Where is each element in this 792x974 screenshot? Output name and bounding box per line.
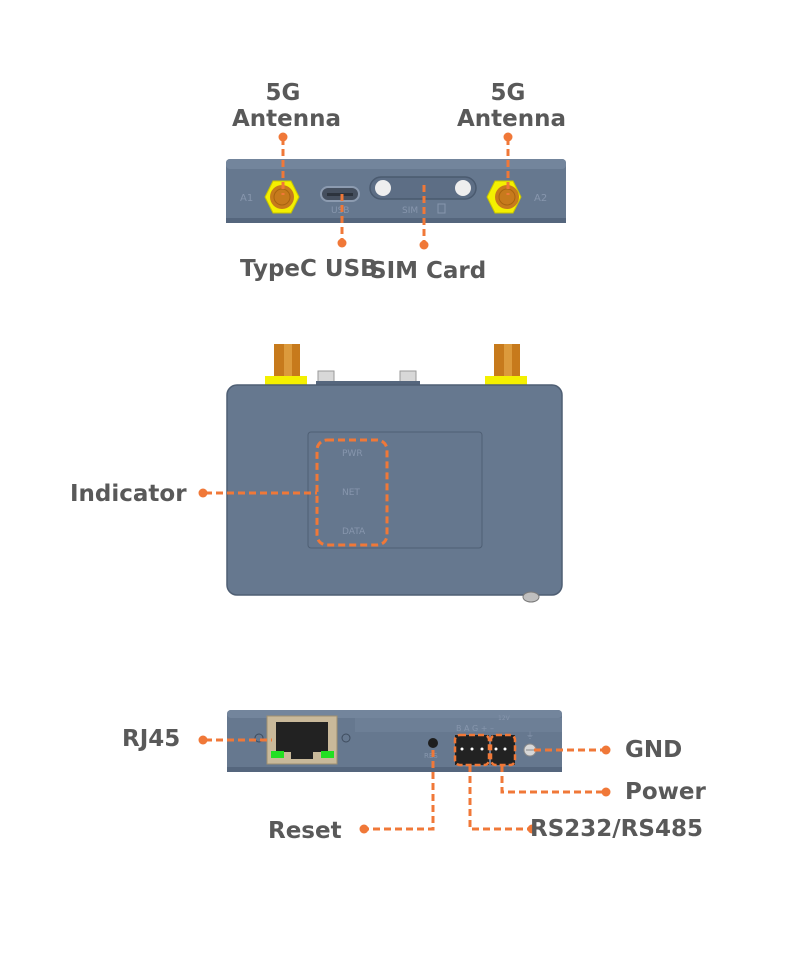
reset-button-hole <box>428 738 438 748</box>
silk-a2: A2 <box>534 193 547 204</box>
terminal-pins <box>460 747 507 751</box>
label-typec-usb: TypeC USB <box>240 256 378 282</box>
leader-dot <box>198 488 208 498</box>
label-antenna-right: 5G Antenna <box>457 80 567 132</box>
silk-12v: 12V <box>498 715 511 722</box>
screw-hole-left <box>254 733 264 743</box>
leader-dot <box>527 824 537 834</box>
silk-a1: A1 <box>240 193 253 204</box>
label-line: 5G <box>490 80 526 106</box>
leader-dot <box>503 132 513 142</box>
bottom-view-step <box>355 718 562 732</box>
led-net-label: NET <box>342 488 360 498</box>
rj45-led-right <box>321 751 334 758</box>
silk-sim: SIM <box>402 206 418 216</box>
leader-dot <box>359 824 369 834</box>
led-data-label: DATA <box>342 527 366 537</box>
top-view-leaders <box>281 138 510 244</box>
top-view-bevel <box>226 159 566 169</box>
front-view-device: PWR NET DATA <box>226 344 563 603</box>
sim-edge <box>316 381 420 387</box>
sma-connector-left <box>264 180 300 214</box>
leader-power <box>500 765 604 794</box>
label-rj45: RJ45 <box>122 726 181 752</box>
indicator-highlight <box>315 438 389 547</box>
label-power: Power <box>625 779 706 805</box>
leader-dot <box>337 238 347 248</box>
label-line: 5G <box>265 80 301 106</box>
antenna-nut-right <box>485 376 527 385</box>
rj45-port <box>266 715 338 765</box>
typec-usb-port <box>320 186 360 202</box>
label-sim-card: SIM Card <box>370 258 487 284</box>
silk-rst: RES <box>424 752 438 760</box>
top-view-leader-dots <box>278 132 513 250</box>
leader-dot <box>198 735 208 745</box>
leader-serial <box>468 765 530 831</box>
leader-dot <box>601 745 611 755</box>
leader-dot <box>419 240 429 250</box>
screw-hole-right <box>341 733 351 743</box>
label-line: Antenna <box>232 106 342 132</box>
foot <box>522 591 540 603</box>
bottom-view-leaders <box>205 738 604 831</box>
power-terminal <box>491 735 515 765</box>
label-line: Antenna <box>457 106 567 132</box>
serial-highlight <box>453 733 491 767</box>
bottom-view-device: RES B A G + – 12V ⏚ <box>227 710 562 772</box>
label-rs232-rs485: RS232/RS485 <box>530 816 703 842</box>
leader-dot <box>601 787 611 797</box>
antenna-highlight <box>504 344 512 378</box>
led-pwr-label: PWR <box>342 449 363 459</box>
indicator-window <box>307 431 483 549</box>
bottom-view-leader-dots <box>198 735 611 834</box>
label-reset: Reset <box>268 818 342 844</box>
antenna-nut-left <box>265 376 307 385</box>
antenna-highlight <box>284 344 292 378</box>
top-view-shadow <box>226 218 566 223</box>
ground-symbol-icon: ⏚ <box>526 731 534 740</box>
top-view-device: A1 USB SIM A2 <box>226 159 566 223</box>
leader-dot <box>278 132 288 142</box>
label-indicator: Indicator <box>70 481 187 507</box>
label-antenna-left: 5G Antenna <box>232 80 342 132</box>
silk-terminal: B A G + – <box>456 724 494 733</box>
sma-connector-right <box>486 180 522 214</box>
label-gnd: GND <box>625 737 683 763</box>
leader-reset <box>366 750 435 831</box>
silk-usb: USB <box>331 206 349 216</box>
sim-icon <box>437 203 446 214</box>
bottom-view-shadow <box>227 767 562 772</box>
rj45-led-left <box>271 751 284 758</box>
